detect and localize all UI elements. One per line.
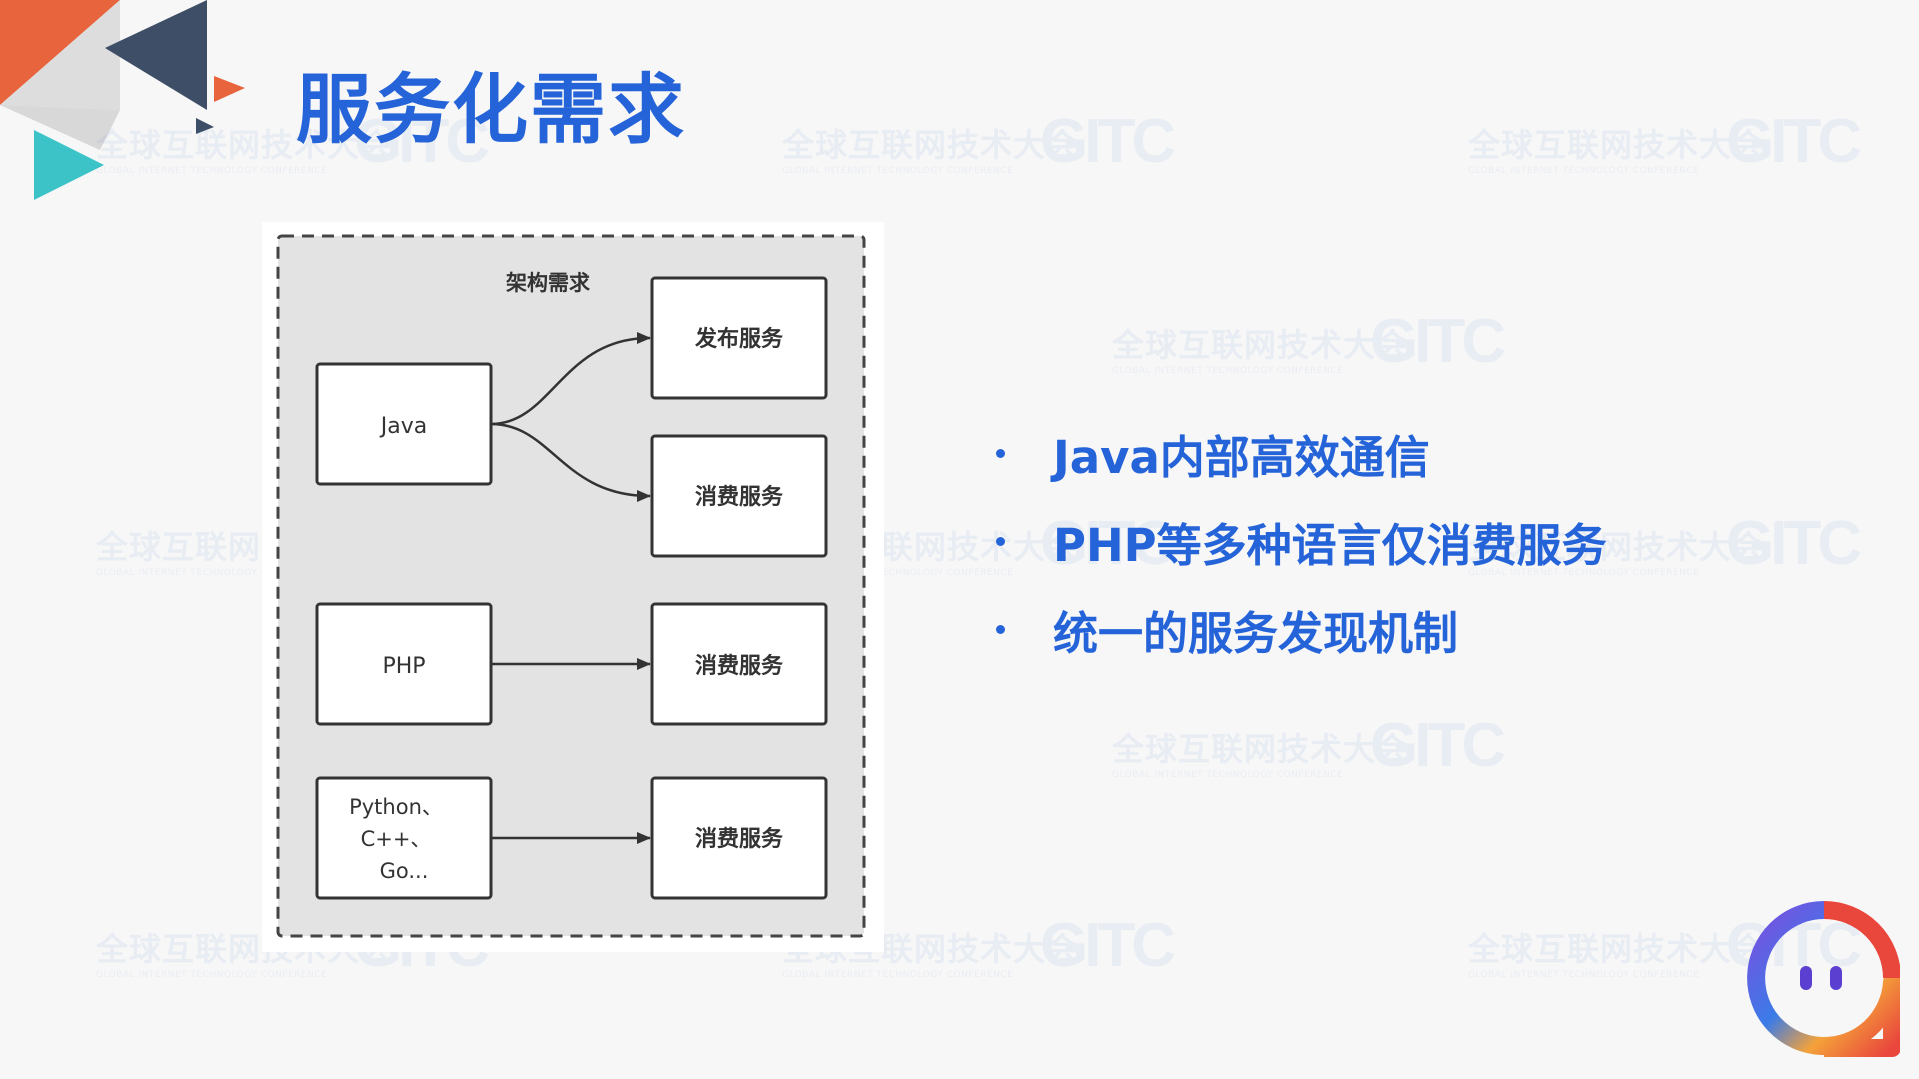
architecture-diagram: 架构需求 Java PHP Python、 C++、 Go... 发布服务 消费… bbox=[276, 234, 866, 938]
bullet-list: Java内部高效通信 PHP等多种语言仅消费服务 统一的服务发现机制 bbox=[996, 428, 1607, 692]
group-label: 架构需求 bbox=[506, 271, 590, 295]
source-label-line: Go... bbox=[380, 859, 429, 883]
source-label: PHP bbox=[382, 654, 425, 679]
connector-java-consume bbox=[490, 422, 651, 502]
target-box-consume: 消费服务 bbox=[650, 434, 828, 558]
target-box-consume: 消费服务 bbox=[650, 602, 828, 726]
source-label: Java bbox=[379, 414, 427, 439]
bullet-text: 统一的服务发现机制 bbox=[1053, 606, 1459, 660]
source-box-others: Python、 C++、 Go... bbox=[315, 776, 493, 900]
target-label: 消费服务 bbox=[695, 827, 784, 852]
target-box-consume: 消费服务 bbox=[650, 776, 828, 900]
source-box-java: Java bbox=[315, 362, 493, 486]
bullet-item: Java内部高效通信 bbox=[996, 428, 1607, 484]
bullet-dot-icon bbox=[996, 536, 1005, 546]
source-label-line: C++、 bbox=[361, 827, 432, 851]
corner-triangles-icon bbox=[0, 0, 245, 200]
bullet-dot-icon bbox=[996, 448, 1005, 458]
bullet-text: PHP等多种语言仅消费服务 bbox=[1053, 518, 1607, 572]
target-label: 消费服务 bbox=[695, 654, 784, 679]
target-label: 消费服务 bbox=[695, 485, 784, 510]
bullet-dot-icon bbox=[996, 624, 1005, 634]
source-box-php: PHP bbox=[315, 602, 493, 726]
bullet-item: PHP等多种语言仅消费服务 bbox=[996, 516, 1607, 572]
bullet-item: 统一的服务发现机制 bbox=[996, 604, 1607, 660]
target-label: 发布服务 bbox=[694, 326, 784, 352]
connector-java-publish bbox=[490, 332, 651, 426]
bullet-text: Java内部高效通信 bbox=[1053, 430, 1430, 484]
source-label-line: Python、 bbox=[349, 795, 443, 819]
mascot-logo-icon bbox=[1747, 901, 1900, 1057]
slide-title: 服务化需求 bbox=[296, 65, 686, 154]
target-box-publish: 发布服务 bbox=[650, 276, 828, 400]
